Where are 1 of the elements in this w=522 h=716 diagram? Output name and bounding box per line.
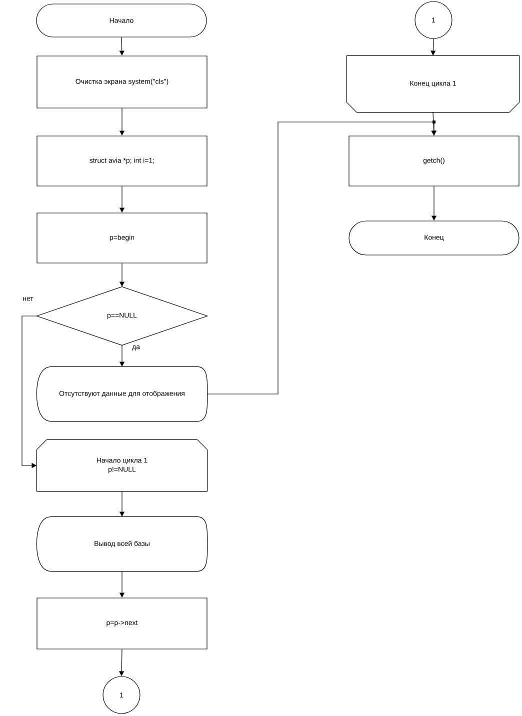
arrow (207, 122, 437, 394)
